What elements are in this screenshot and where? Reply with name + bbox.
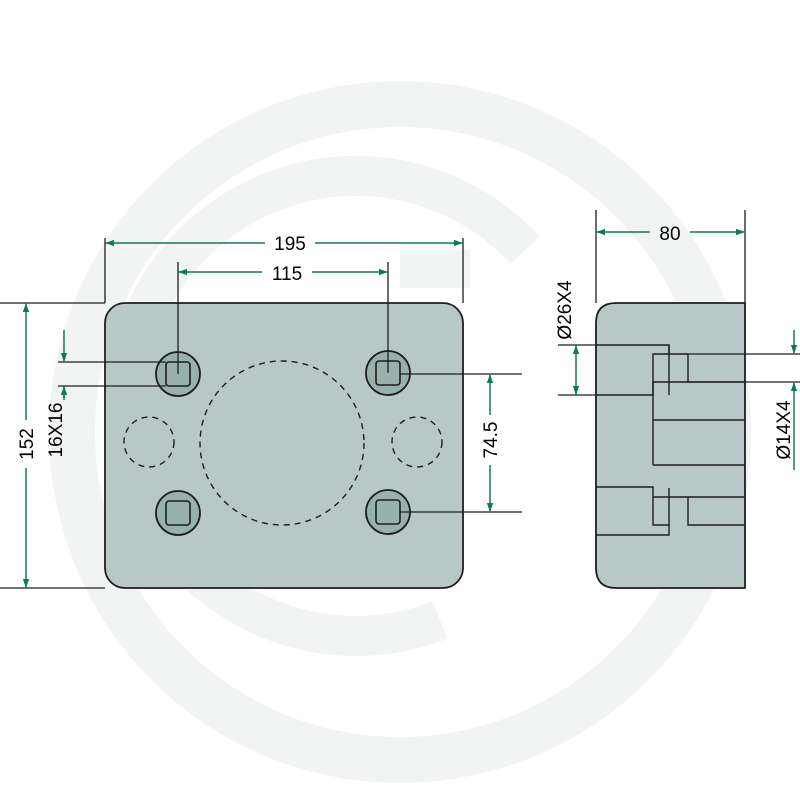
- center-recess-hidden-line: [199, 360, 365, 526]
- side-internal-features: [596, 344, 745, 536]
- left-recess-hidden-line: [123, 416, 175, 468]
- side-extension-lines: [558, 210, 800, 396]
- bolt-boss-bottom-left: [155, 490, 201, 536]
- front-extension-lines: [0, 238, 522, 589]
- dim-square-size: 16X16: [46, 403, 67, 458]
- front-dimension-lines: [22, 239, 494, 588]
- bolt-boss-bottom-right: [365, 489, 411, 535]
- dim-overall-width: 195: [274, 234, 306, 255]
- dim-thickness: 80: [659, 224, 680, 245]
- front-view: 195 115 152 16X16 74.5: [0, 234, 522, 589]
- right-recess-hidden-line: [391, 416, 443, 468]
- dim-bolt-spacing-horizontal: 115: [272, 264, 302, 285]
- front-plate: [104, 302, 464, 589]
- dim-overall-height: 152: [17, 428, 38, 460]
- dim-counterbore: Ø26X4: [555, 280, 576, 340]
- dim-hole: Ø14X4: [774, 400, 795, 460]
- dim-bolt-spacing-vertical: 74.5: [481, 422, 502, 459]
- side-view: 80 Ø26X4 Ø14X4: [555, 210, 800, 589]
- side-dimension-lines: [572, 228, 798, 470]
- side-body: [595, 302, 746, 589]
